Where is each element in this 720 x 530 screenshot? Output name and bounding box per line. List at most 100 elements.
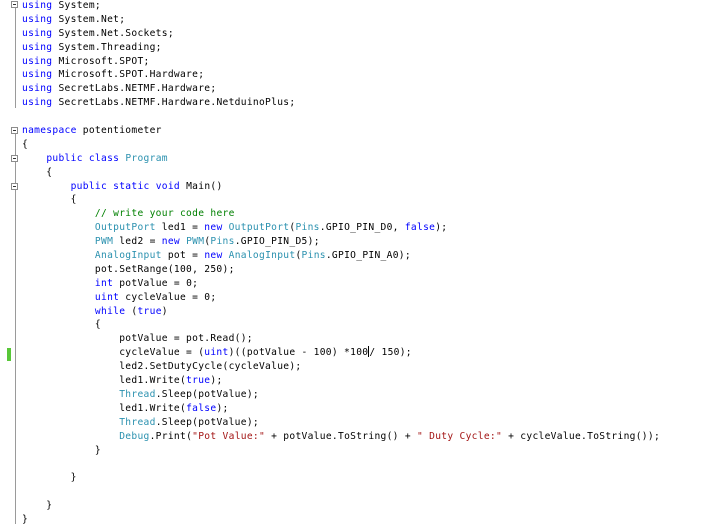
code-token	[22, 278, 95, 289]
code-line[interactable]: Debug.Print("Pot Value:" + potValue.ToSt…	[22, 430, 660, 444]
collapse-method-icon[interactable]	[11, 183, 18, 190]
code-line[interactable]: {	[22, 138, 660, 152]
outline-line-usings	[15, 8, 16, 108]
code-token: )((potValue - 100) *100	[228, 347, 369, 359]
code-token: .GPIO_PIN_A0);	[325, 250, 411, 262]
code-line[interactable]	[22, 485, 660, 499]
code-token: void	[155, 180, 181, 192]
code-line[interactable]: cycleValue = (uint)((potValue - 100) *10…	[22, 346, 660, 360]
collapse-usings-icon[interactable]	[11, 1, 18, 8]
code-token: );	[210, 375, 223, 387]
code-line[interactable]	[22, 110, 660, 124]
code-line[interactable]: led1.Write(true);	[22, 374, 660, 388]
code-token	[22, 153, 46, 164]
code-line[interactable]: using System.Net;	[22, 13, 660, 27]
code-line[interactable]	[22, 457, 660, 471]
code-token: }	[22, 513, 29, 525]
code-line[interactable]: uint cycleValue = 0;	[22, 291, 660, 305]
code-line[interactable]: AnalogInput pot = new AnalogInput(Pins.G…	[22, 249, 660, 263]
code-token: (	[295, 250, 302, 262]
code-line[interactable]: potValue = pot.Read();	[22, 332, 660, 346]
code-token: System;	[52, 0, 101, 11]
code-line[interactable]: Thread.Sleep(potValue);	[22, 388, 660, 402]
code-line[interactable]: using Microsoft.SPOT;	[22, 55, 660, 69]
code-line[interactable]: }	[22, 499, 660, 513]
code-token: Pins	[210, 236, 235, 248]
code-token: .GPIO_PIN_D0,	[319, 222, 405, 234]
code-token: cycleValue = 0;	[119, 291, 217, 303]
code-token: public	[46, 152, 83, 164]
code-line[interactable]: using System.Threading;	[22, 41, 660, 55]
code-token: .GPIO_PIN_D5);	[234, 236, 320, 248]
code-token: using	[22, 41, 53, 53]
code-token: Microsoft.SPOT;	[52, 55, 150, 67]
code-line[interactable]: pot.SetRange(100, 250);	[22, 263, 660, 277]
code-token: potValue = pot.Read();	[22, 333, 253, 345]
code-token	[22, 222, 95, 233]
code-token: OutputPort	[94, 222, 156, 234]
code-line[interactable]: namespace potentiometer	[22, 124, 660, 138]
code-line[interactable]: using Microsoft.SPOT.Hardware;	[22, 68, 660, 82]
code-line[interactable]: {	[22, 318, 660, 332]
code-token: );	[435, 222, 448, 234]
outline-line-namespace	[15, 134, 16, 524]
code-line[interactable]: // write your code here	[22, 207, 660, 221]
code-token: {	[22, 138, 29, 150]
code-token: true	[137, 305, 162, 317]
code-token: SecretLabs.NETMF.Hardware.NetduinoPlus;	[52, 97, 296, 109]
code-token: );	[216, 402, 229, 414]
code-line[interactable]: public static void Main()	[22, 180, 660, 194]
code-line[interactable]: }	[22, 513, 660, 527]
code-token	[22, 236, 95, 247]
code-token: {	[22, 194, 77, 206]
code-token	[22, 417, 119, 428]
code-line[interactable]: while (true)	[22, 305, 660, 319]
code-token: + potValue.ToString() +	[265, 430, 417, 442]
code-token: new	[204, 222, 223, 234]
code-token: uint	[94, 291, 120, 303]
code-token: false	[186, 402, 217, 414]
collapse-namespace-icon[interactable]	[11, 127, 18, 134]
code-line[interactable]: using System.Net.Sockets;	[22, 27, 660, 41]
code-token: new	[161, 236, 180, 248]
code-token: true	[186, 375, 211, 387]
code-token: .Print(	[149, 430, 193, 442]
code-line[interactable]: led2.SetDutyCycle(cycleValue);	[22, 360, 660, 374]
code-line[interactable]: {	[22, 166, 660, 180]
code-text[interactable]: using System;using System.Net;using Syst…	[22, 0, 660, 527]
code-token: using	[22, 97, 53, 109]
code-line[interactable]: using System;	[22, 0, 660, 13]
collapse-class-icon[interactable]	[11, 155, 18, 162]
code-token: namespace	[22, 125, 77, 137]
code-token: using	[22, 27, 53, 39]
code-token: public	[70, 180, 108, 192]
code-token: SecretLabs.NETMF.Hardware;	[52, 83, 217, 95]
code-line[interactable]: Thread.Sleep(potValue);	[22, 416, 660, 430]
code-line[interactable]: }	[22, 471, 660, 485]
code-token: PWM	[186, 236, 205, 248]
code-line[interactable]: {	[22, 193, 660, 207]
code-token: using	[22, 69, 53, 81]
code-token: cycleValue = (	[22, 347, 205, 359]
code-token	[22, 306, 95, 317]
code-token: new	[204, 250, 223, 262]
code-token	[22, 292, 95, 303]
code-line[interactable]: using SecretLabs.NETMF.Hardware;	[22, 82, 660, 96]
code-token: System.Threading;	[52, 41, 162, 53]
code-token: static	[113, 180, 150, 192]
code-line[interactable]: using SecretLabs.NETMF.Hardware.Netduino…	[22, 96, 660, 110]
code-line[interactable]: }	[22, 444, 660, 458]
code-token: using	[22, 55, 53, 67]
code-line[interactable]: led1.Write(false);	[22, 402, 660, 416]
code-line[interactable]: int potValue = 0;	[22, 277, 660, 291]
code-token: }	[22, 444, 101, 456]
code-token: led2 =	[113, 236, 162, 248]
code-line[interactable]: PWM led2 = new PWM(Pins.GPIO_PIN_D5);	[22, 235, 660, 249]
code-token	[22, 250, 95, 261]
code-token: Thread	[119, 388, 156, 400]
code-token: led1.Write(	[22, 402, 187, 414]
code-token: (	[204, 236, 211, 248]
code-line[interactable]: OutputPort led1 = new OutputPort(Pins.GP…	[22, 221, 660, 235]
code-line[interactable]: public class Program	[22, 152, 660, 166]
